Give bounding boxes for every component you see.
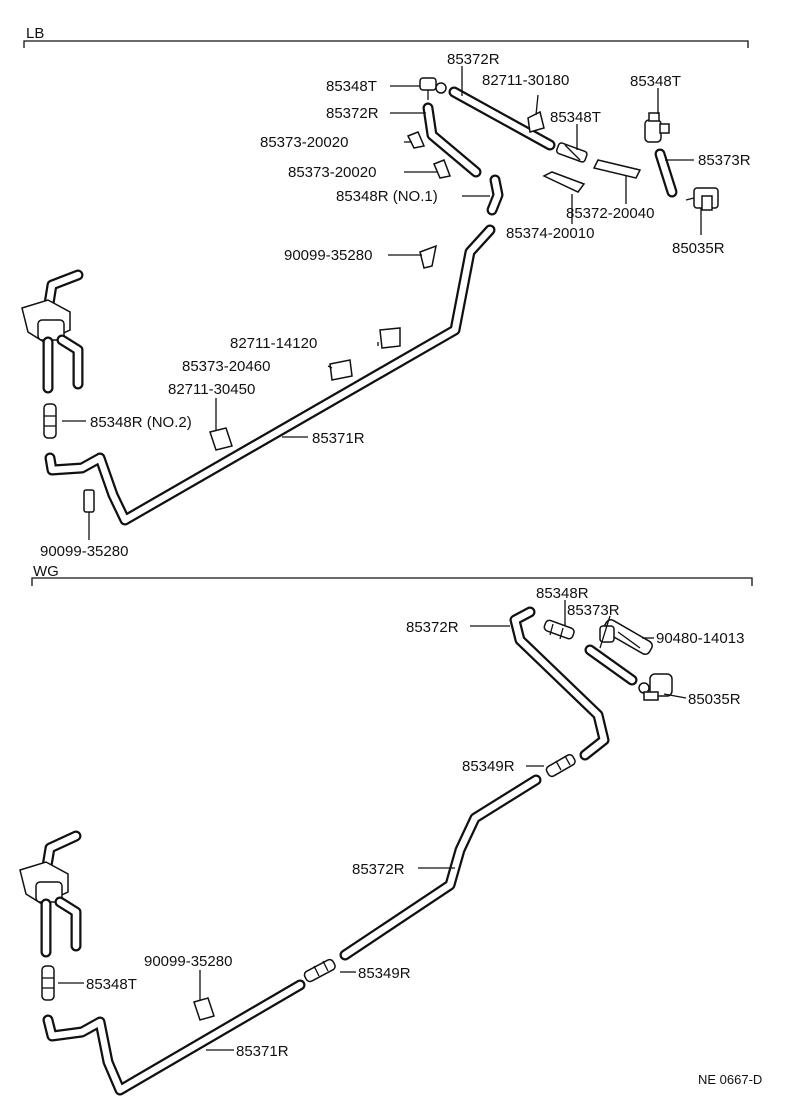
lb-hose-85373r bbox=[654, 148, 678, 198]
label-lb-85374-20010: 85374-20010 bbox=[506, 225, 594, 242]
wg-valve-90480-14013 bbox=[599, 619, 653, 655]
lb-clip-90099-35280-bottom bbox=[83, 489, 95, 513]
wg-connector-85349r-upper bbox=[545, 754, 576, 778]
label-lb-85372-20040: 85372-20040 bbox=[566, 205, 654, 222]
lb-tee-85348t-right bbox=[644, 112, 670, 143]
lb-clip-85373-20020-b bbox=[433, 159, 452, 179]
label-lb-85348r-no1: 85348R (NO.1) bbox=[336, 188, 438, 205]
label-lb-85035r: 85035R bbox=[672, 240, 725, 257]
label-lb-85372r-top: 85372R bbox=[447, 51, 500, 68]
label-lb-90099-35280-top: 90099-35280 bbox=[284, 247, 372, 264]
lb-clamp-82711-30450 bbox=[209, 427, 233, 451]
section-wg-frame: WG bbox=[31, 563, 753, 586]
lb-hose-85372r-long bbox=[448, 86, 556, 151]
wg-hose-85372r-upper bbox=[509, 606, 610, 761]
label-lb-85371r: 85371R bbox=[312, 430, 365, 447]
wg-hose-85371r bbox=[42, 979, 306, 1096]
lb-valve-85035r bbox=[685, 187, 719, 211]
lb-labels: 85372R 82711-30180 85348T 85372R 85348T … bbox=[40, 51, 751, 560]
label-lb-85348t-a: 85348T bbox=[326, 78, 377, 95]
label-lb-85372r-mid: 85372R bbox=[326, 105, 379, 122]
wg-connector-85348r bbox=[543, 619, 575, 640]
label-lb-85373-20020-b: 85373-20020 bbox=[288, 164, 376, 181]
wg-connector-85349r-lower bbox=[303, 958, 336, 983]
lb-connector-85348r-no2 bbox=[43, 403, 57, 439]
wg-hose-85373r bbox=[584, 644, 638, 686]
wg-hose-85372r-lower bbox=[339, 774, 542, 961]
lb-hose-85372r-short bbox=[422, 102, 482, 178]
label-wg-85348t: 85348T bbox=[86, 976, 137, 993]
label-lb-85373-20020-a: 85373-20020 bbox=[260, 134, 348, 151]
label-wg-85372r-upper: 85372R bbox=[406, 619, 459, 636]
lb-clip-85373-20020-a bbox=[406, 131, 426, 149]
lb-clip-90099-35280-top bbox=[419, 244, 438, 269]
drawing-code: NE 0667-D bbox=[698, 1072, 762, 1087]
label-wg-85035r: 85035R bbox=[688, 691, 741, 708]
label-lb-90099-35280-bottom: 90099-35280 bbox=[40, 543, 128, 560]
label-lb-82711-30180: 82711-30180 bbox=[482, 72, 569, 89]
wg-labels: 85348R 85373R 85372R 90480-14013 85035R … bbox=[86, 585, 744, 1060]
label-wg-90099-35280: 90099-35280 bbox=[144, 953, 232, 970]
wg-valve-85035r bbox=[638, 673, 673, 701]
wg-clip-90099-35280 bbox=[193, 997, 215, 1021]
lb-tee-85348t-top bbox=[419, 77, 447, 100]
lb-leader-lines bbox=[62, 66, 702, 540]
label-wg-85371r: 85371R bbox=[236, 1043, 289, 1060]
section-title-wg: WG bbox=[33, 563, 59, 580]
lb-bracket-85374-20010 bbox=[542, 171, 586, 193]
wg-leader-lines bbox=[58, 600, 687, 1051]
label-lb-85373r: 85373R bbox=[698, 152, 751, 169]
lb-clamp-82711-14120 bbox=[379, 327, 401, 349]
lb-connector-85348r-no1 bbox=[486, 174, 504, 216]
lb-clamp-82711-30180 bbox=[527, 94, 545, 133]
label-wg-90480-14013: 90480-14013 bbox=[656, 630, 744, 647]
lb-charcoal-canister bbox=[21, 269, 84, 394]
label-lb-85373-20460: 85373-20460 bbox=[182, 358, 270, 375]
lb-tee-85348t-mid bbox=[555, 142, 588, 163]
label-lb-85348t-c: 85348T bbox=[630, 73, 681, 90]
label-lb-82711-14120: 82711-14120 bbox=[230, 335, 317, 352]
label-lb-85348r-no2: 85348R (NO.2) bbox=[90, 414, 192, 431]
wg-tee-85348t bbox=[41, 965, 55, 1001]
label-wg-85349r-upper: 85349R bbox=[462, 758, 515, 775]
section-title-lb: LB bbox=[26, 25, 44, 42]
section-lb-frame: LB bbox=[23, 25, 749, 48]
wg-charcoal-canister bbox=[19, 830, 82, 958]
label-lb-82711-30450: 82711-30450 bbox=[168, 381, 255, 398]
label-wg-85373r: 85373R bbox=[567, 602, 620, 619]
label-wg-85349r-lower: 85349R bbox=[358, 965, 411, 982]
lb-bracket-85372-20040 bbox=[592, 159, 642, 179]
lb-hose-85371r bbox=[44, 224, 496, 526]
label-lb-85348t-b: 85348T bbox=[550, 109, 601, 126]
label-wg-85372r-lower: 85372R bbox=[352, 861, 405, 878]
label-wg-85348r: 85348R bbox=[536, 585, 589, 602]
lb-clip-85373-20460 bbox=[329, 359, 353, 381]
